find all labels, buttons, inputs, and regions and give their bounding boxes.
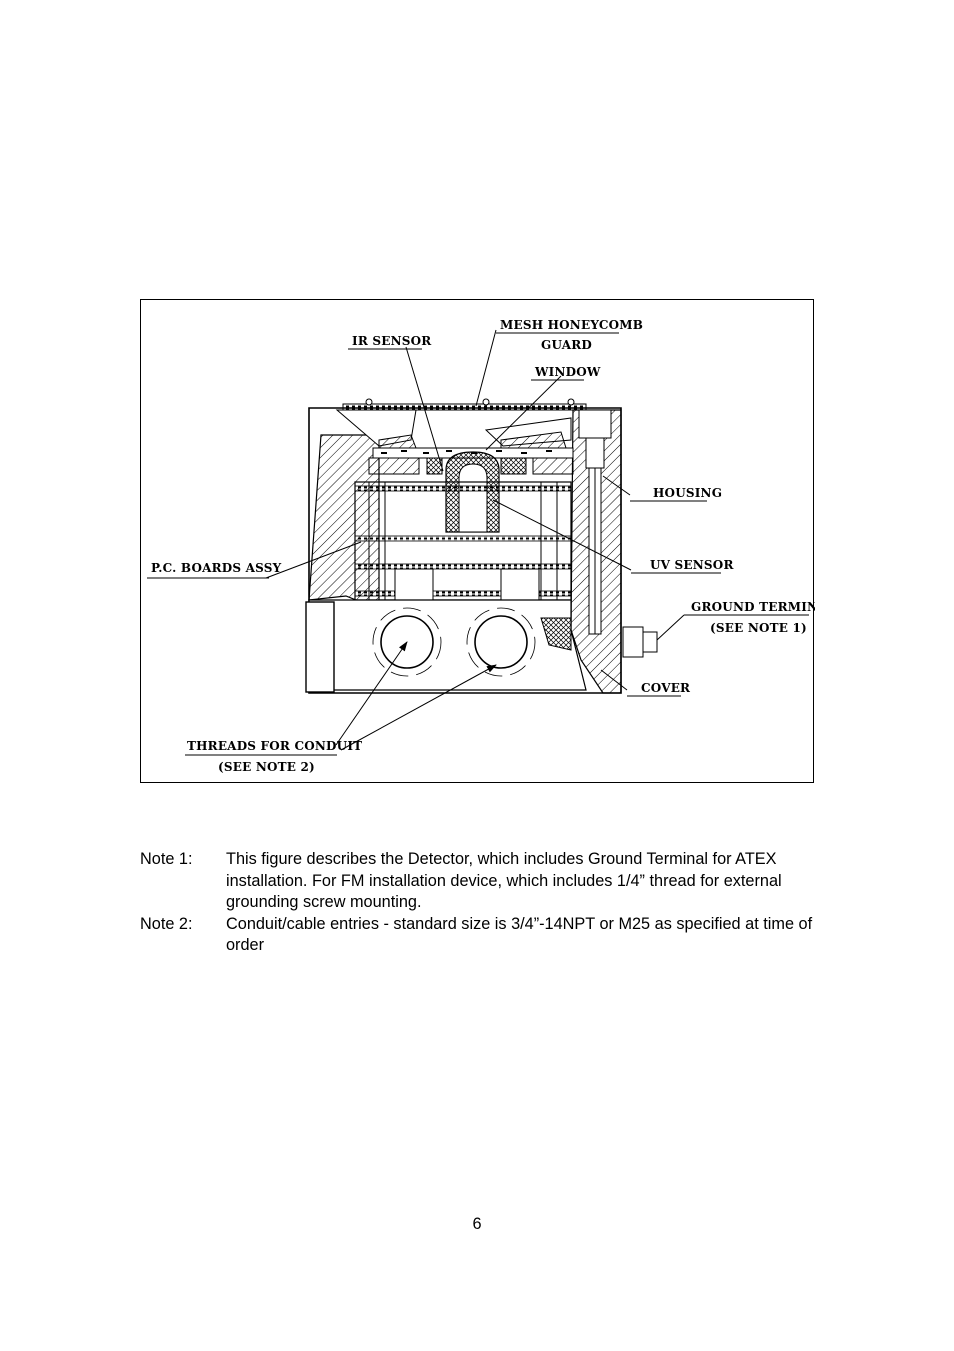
note-1-key: Note 1:	[140, 850, 193, 868]
mesh-guard	[342, 398, 587, 411]
detector-drawing: IR SENSOR MESH HONEYCOMB GUARD WINDOW HO…	[147, 318, 815, 774]
label-ir-sensor: IR SENSOR	[352, 334, 432, 348]
note-2: Note 2: Conduit/cable entries - standard…	[140, 914, 830, 957]
label-threads-line2: (SEE NOTE 2)	[218, 760, 315, 774]
note-2-key: Note 2:	[140, 914, 193, 933]
note-2-text: Conduit/cable entries - standard size is…	[226, 914, 813, 955]
label-ground-line1: GROUND TERMINAL	[691, 600, 815, 614]
label-cover: COVER	[641, 681, 691, 695]
callout-labels: IR SENSOR MESH HONEYCOMB GUARD WINDOW HO…	[147, 318, 815, 774]
label-threads-line1: THREADS FOR CONDUIT	[187, 739, 362, 753]
notes-section: Note 1: This figure describes the Detect…	[140, 849, 830, 957]
label-pc-boards: P.C. BOARDS ASSY	[151, 561, 282, 575]
note-1: Note 1: This figure describes the Detect…	[140, 849, 830, 914]
detector-cross-section-figure: IR SENSOR MESH HONEYCOMB GUARD WINDOW HO…	[140, 299, 815, 783]
label-housing: HOUSING	[653, 486, 722, 500]
housing-body	[308, 407, 622, 694]
sensor-block	[368, 451, 574, 533]
leader-lines	[265, 329, 685, 751]
cover	[305, 599, 587, 693]
label-mesh-line2: GUARD	[541, 338, 592, 352]
label-window: WINDOW	[534, 365, 601, 379]
screw-column	[578, 409, 612, 635]
ground-terminal	[622, 626, 658, 658]
label-mesh-line1: MESH HONEYCOMB	[500, 318, 643, 332]
note-1-text: This figure describes the Detector, whic…	[226, 850, 782, 911]
page-number: 6	[472, 1215, 482, 1233]
label-uv-sensor: UV SENSOR	[650, 558, 734, 572]
label-ground-line2: (SEE NOTE 1)	[710, 621, 807, 635]
